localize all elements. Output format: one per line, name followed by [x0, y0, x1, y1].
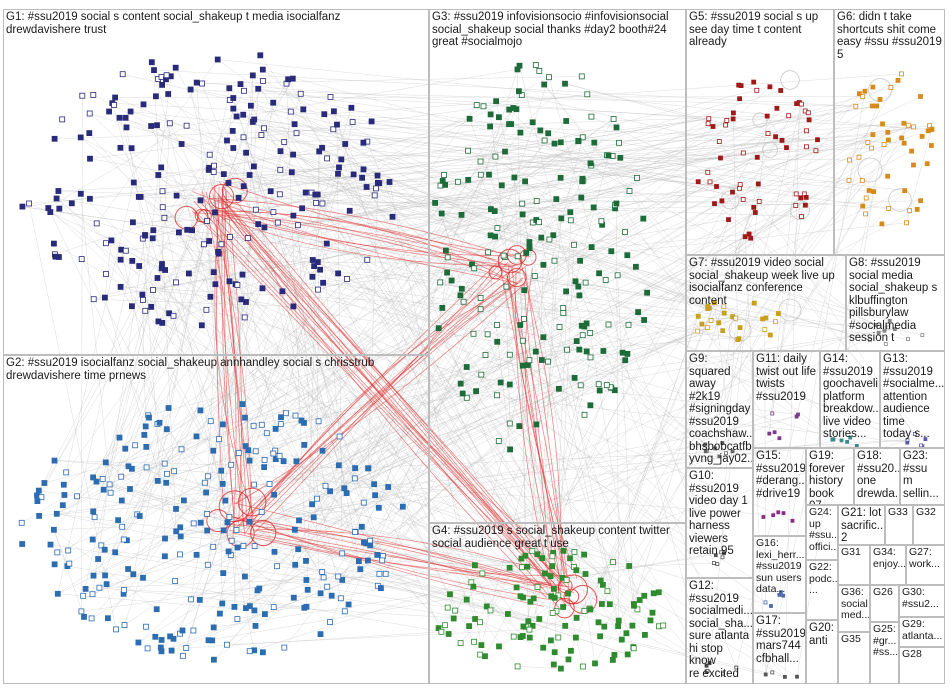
group-g16-label: G16: lexi_herr... #ssu2019 sun users dat… [756, 538, 803, 596]
group-g14: G14: #ssu2019 goochaveli platform breakd… [820, 351, 880, 448]
group-g9: G9: squared away #2k19 #signingday #ssu2… [686, 351, 753, 468]
group-g10: G10: #ssu2019 video day 1 live power har… [686, 468, 753, 578]
group-g33: G33 [885, 505, 913, 545]
group-g18: G18: #ssu20... one drewda... [854, 448, 900, 505]
group-g19: G19: forever history book 07... [806, 448, 854, 505]
group-g1-label: G1: #ssu2019 social s content social_sha… [6, 11, 426, 36]
group-g36-label: G36: social med... [841, 587, 867, 622]
group-g2-label: G2: #ssu2019 isocialfanz social_shakeup … [6, 357, 426, 382]
group-g15-label: G15: #ssu2019 #derang... #drive19 [756, 450, 803, 500]
group-g28: G28 [899, 647, 945, 684]
group-g23-label: G23: #ssu m sellin... [903, 450, 942, 500]
group-g4: G4: #ssu2019 s social_shakeup content tw… [429, 523, 686, 684]
group-g29: G29: atlanta... [899, 617, 945, 647]
group-g34: G34: enjoy... [870, 545, 906, 585]
group-g5-label: G5: #ssu2019 social s up see day time t … [689, 11, 831, 49]
group-g5: G5: #ssu2019 social s up see day time t … [686, 9, 834, 255]
group-g2: G2: #ssu2019 isocialfanz social_shakeup … [3, 355, 429, 684]
group-g8-label: G8: #ssu2019 social media social_shakeup… [849, 257, 942, 345]
group-g28-label: G28 [902, 649, 942, 661]
group-g21: G21: lot sacrific... 2 here... [838, 505, 885, 545]
group-g13: G13: #ssu2019 #socialme... attention aud… [880, 351, 945, 448]
group-g33-label: G33 [888, 507, 910, 519]
group-g12-label: G12: #ssu2019 socialmedi... social_sha..… [689, 580, 750, 680]
group-g9-label: G9: squared away #2k19 #signingday #ssu2… [689, 353, 750, 466]
group-g13-label: G13: #ssu2019 #socialme... attention aud… [883, 353, 942, 441]
group-g35-label: G35 [841, 634, 867, 646]
group-g26-label: G26 [873, 587, 896, 599]
group-g14-label: G14: #ssu2019 goochaveli platform breakd… [823, 353, 877, 441]
group-g1: G1: #ssu2019 social s content social_sha… [3, 9, 429, 355]
group-g30: G30: #ssu2... [899, 585, 945, 617]
group-g35: G35 [838, 632, 870, 684]
group-g20-label: G20: anti [809, 622, 835, 647]
group-g4-label: G4: #ssu2019 s social_shakeup content tw… [432, 525, 683, 550]
group-g27-label: G27: work... [909, 547, 942, 570]
group-g20: G20: anti [806, 620, 838, 684]
group-g19-label: G19: forever history book 07... [809, 450, 851, 505]
group-g29-label: G29: atlanta... [902, 619, 942, 642]
group-g17: G17: #ssu2019 mars744 cfbhall... [753, 613, 806, 684]
group-g30-label: G30: #ssu2... [902, 587, 942, 610]
group-g3-label: G3: #ssu2019 infovisionsocio #infovision… [432, 11, 683, 49]
group-g32: G32 [913, 505, 945, 545]
group-g22-label: G22: podc... ... [809, 562, 835, 597]
group-g16: G16: lexi_herr... #ssu2019 sun users dat… [753, 536, 806, 613]
group-g21-label: G21: lot sacrific... 2 here... [841, 507, 882, 545]
group-g6-label: G6: didn t take shortcuts shit come easy… [837, 11, 942, 61]
group-g31-label: G31 [841, 547, 867, 559]
group-g18-label: G18: #ssu20... one drewda... [857, 450, 897, 500]
group-g32-label: G32 [916, 507, 942, 519]
group-g3: G3: #ssu2019 infovisionsocio #infovision… [429, 9, 686, 523]
group-g26: G26 [870, 585, 899, 622]
group-g6: G6: didn t take shortcuts shit come easy… [834, 9, 945, 255]
group-g10-label: G10: #ssu2019 video day 1 live power har… [689, 470, 750, 558]
group-g31: G31 [838, 545, 870, 585]
group-g11: G11: daily twist out life twists #ssu201… [753, 351, 820, 448]
group-g24-label: G24: up #ssu... offici... [809, 507, 835, 553]
group-g25: G25: #gr... #ss... [870, 622, 899, 684]
group-g27: G27: work... [906, 545, 945, 585]
group-g7-label: G7: #ssu2019 video social social_shakeup… [689, 257, 843, 307]
group-g24: G24: up #ssu... offici... [806, 505, 838, 560]
group-g8: G8: #ssu2019 social media social_shakeup… [846, 255, 945, 351]
group-g12: G12: #ssu2019 socialmedi... social_sha..… [686, 578, 753, 684]
group-g17-label: G17: #ssu2019 mars744 cfbhall... [756, 615, 803, 665]
group-g25-label: G25: #gr... #ss... [873, 624, 896, 659]
group-g34-label: G34: enjoy... [873, 547, 903, 570]
group-g7: G7: #ssu2019 video social social_shakeup… [686, 255, 846, 351]
group-g22: G22: podc... ... [806, 560, 838, 620]
group-g36: G36: social med... [838, 585, 870, 632]
group-g15: G15: #ssu2019 #derang... #drive19 [753, 448, 806, 536]
group-g23: G23: #ssu m sellin... [900, 448, 945, 505]
group-g11-label: G11: daily twist out life twists #ssu201… [756, 353, 817, 403]
